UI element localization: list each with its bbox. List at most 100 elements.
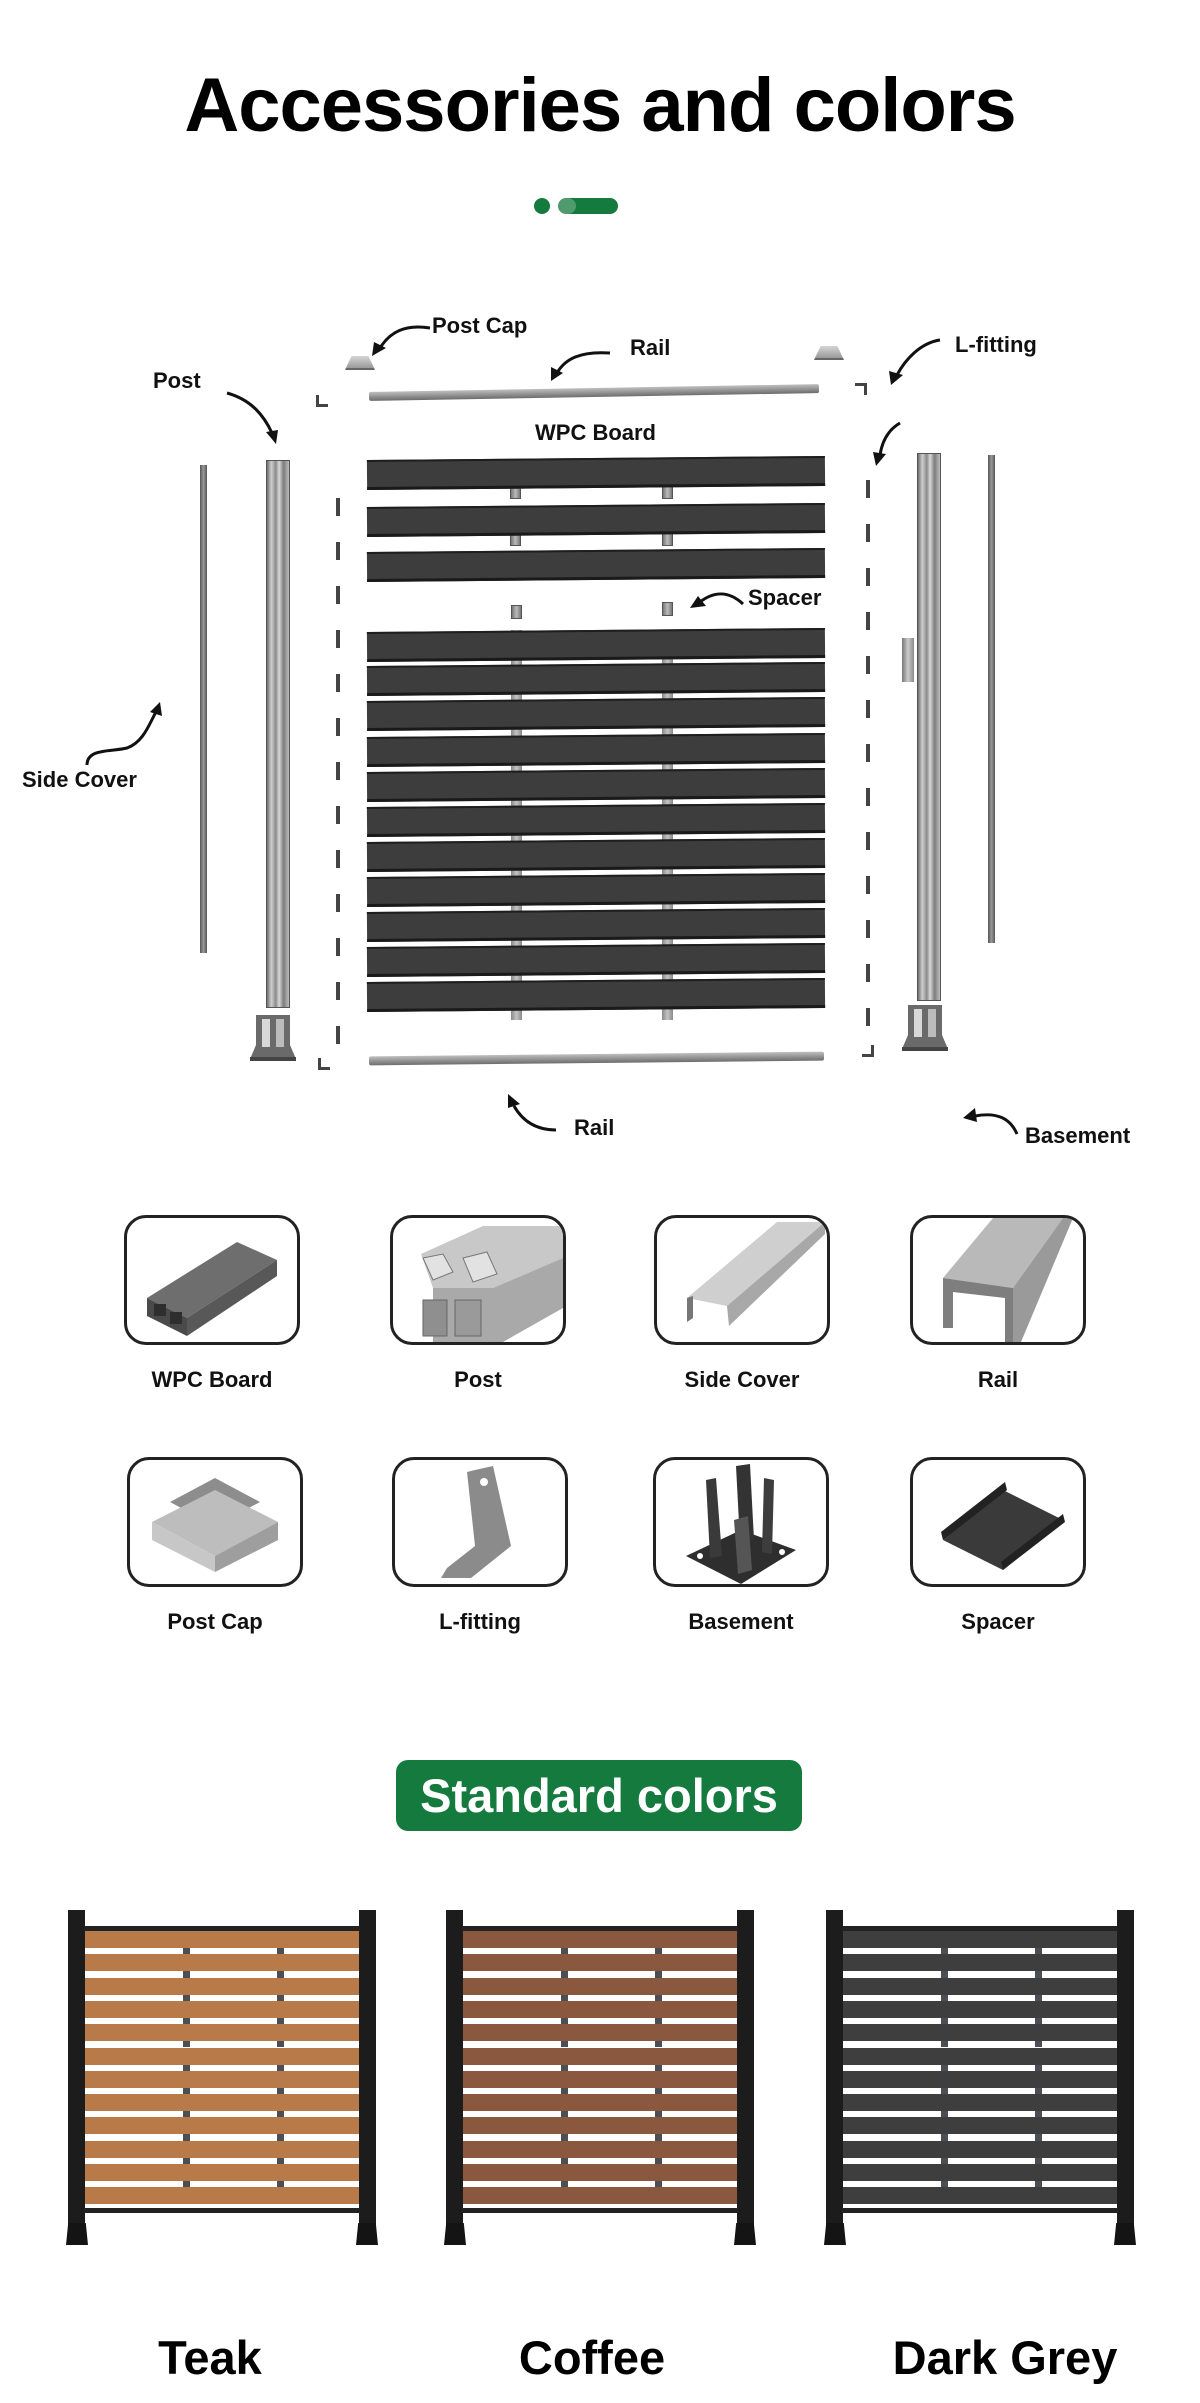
- panel-slat: [85, 1954, 359, 1972]
- post-left: [266, 460, 290, 1008]
- accessory-label: Basement: [688, 1609, 794, 1634]
- basement-right-icon: [902, 1005, 948, 1051]
- panel-top-rail: [462, 1926, 738, 1931]
- panel-spacer: [561, 2181, 568, 2188]
- spacer: [511, 605, 522, 619]
- panel-spacer: [277, 2041, 284, 2048]
- panel-spacer: [561, 1994, 568, 2001]
- indicator-dot: [534, 198, 550, 214]
- l-fitting-bottom-left: [318, 1058, 330, 1070]
- panel-spacer: [1035, 2087, 1042, 2095]
- arrow-icon: [963, 1108, 1019, 1135]
- spacer-profile-icon: [941, 1482, 1065, 1570]
- panel-slat: [463, 1954, 737, 1972]
- panel-spacer: [1035, 1948, 1042, 1955]
- color-panel-coffee: [440, 1910, 760, 2245]
- side-channel-dash: [336, 1026, 340, 1044]
- panel-slat: [85, 2117, 359, 2135]
- panel-spacer: [277, 2181, 284, 2188]
- panel-spacer: [561, 1971, 568, 1978]
- side-channel-dash: [336, 542, 340, 560]
- panel-slat: [463, 2094, 737, 2112]
- panel-spacer: [1035, 2017, 1042, 2025]
- panel-spacer: [561, 2041, 568, 2048]
- panel-spacer: [183, 1948, 190, 1955]
- arrow-icon: [372, 325, 431, 356]
- panel-spacer: [561, 1948, 568, 1955]
- panel-foot-left: [824, 2223, 846, 2245]
- title-indicator: [534, 195, 624, 215]
- panel-post-left: [826, 1910, 843, 2240]
- panel-spacer: [1035, 2157, 1042, 2164]
- arrow-icon: [226, 391, 278, 444]
- panel-spacer: [941, 2157, 948, 2164]
- side-cover-profile-icon: [687, 1222, 825, 1326]
- panel-infill: [843, 1931, 1117, 2208]
- panel-spacer: [655, 2087, 662, 2095]
- accessory-label: Rail: [977, 1367, 1019, 1392]
- panel-spacer: [183, 2181, 190, 2188]
- color-label-teak: Teak: [158, 2331, 262, 2384]
- panel-foot-right: [356, 2223, 378, 2245]
- rail-profile-icon: [943, 1218, 1073, 1342]
- accessory-label: Side Cover: [684, 1367, 800, 1392]
- label-side-cover: Side Cover: [22, 767, 137, 792]
- panel-spacer: [561, 2111, 568, 2118]
- wpc-board: [366, 943, 826, 977]
- arrow-icon: [508, 1094, 557, 1132]
- panel-spacer: [183, 2041, 190, 2048]
- panel-spacer: [183, 2017, 190, 2025]
- panel-slat: [843, 2117, 1117, 2135]
- label-spacer: Spacer: [748, 585, 822, 610]
- panel-slat: [843, 2070, 1117, 2088]
- accessory-wpc-board: WPC Board: [122, 1215, 302, 1393]
- accessory-spacer: Spacer: [908, 1457, 1088, 1635]
- panel-foot-right: [1114, 2223, 1136, 2245]
- panel-slat: [843, 1977, 1117, 1995]
- panel-slat: [843, 2187, 1117, 2205]
- panel-slat: [463, 2187, 737, 2205]
- panel-spacer: [941, 2041, 948, 2048]
- panel-spacer: [1035, 2181, 1042, 2188]
- side-channel-dash: [336, 762, 340, 780]
- label-rail-bottom: Rail: [574, 1115, 615, 1140]
- label-wpc-board: WPC Board: [535, 420, 656, 445]
- accessory-card: [390, 1215, 566, 1345]
- panel-spacer: [183, 1994, 190, 2001]
- panel-spacer: [941, 2087, 948, 2095]
- side-channel-dash: [866, 480, 870, 498]
- panel-slat: [463, 2047, 737, 2065]
- panel-spacer: [561, 2087, 568, 2095]
- label-post-cap: Post Cap: [432, 313, 528, 338]
- side-channel-dash: [866, 612, 870, 630]
- wpc-board: [366, 838, 826, 872]
- panel-slat: [843, 2140, 1117, 2158]
- panel-bottom-rail: [462, 2208, 738, 2213]
- panel-spacer: [561, 2134, 568, 2141]
- panel-post-right: [737, 1910, 754, 2240]
- panel-post-left: [68, 1910, 85, 2240]
- panel-spacer: [183, 2134, 190, 2141]
- panel-post-right: [1117, 1910, 1134, 2240]
- spacer: [662, 602, 673, 616]
- panel-slat: [843, 1931, 1117, 1948]
- l-fitting-top-right: [855, 383, 867, 395]
- wpc-board: [366, 548, 826, 582]
- panel-spacer: [183, 1971, 190, 1978]
- accessory-card: [654, 1215, 830, 1345]
- post-cap-right: [814, 346, 844, 360]
- side-channel-dash: [336, 674, 340, 692]
- label-basement: Basement: [1025, 1123, 1131, 1148]
- panel-spacer: [183, 2087, 190, 2095]
- panel-slat: [85, 2047, 359, 2065]
- panel-slat: [85, 2024, 359, 2042]
- panel-slat: [843, 2094, 1117, 2112]
- side-channel-dash: [336, 630, 340, 648]
- accessory-card: [124, 1215, 300, 1345]
- panel-infill: [463, 1931, 737, 2208]
- panel-slat: [843, 1954, 1117, 1972]
- aluminum-post-profile-icon: [421, 1226, 563, 1342]
- side-channel-dash: [866, 1008, 870, 1026]
- accessory-basement: Basement: [651, 1457, 831, 1635]
- accessory-label: Post: [454, 1367, 502, 1392]
